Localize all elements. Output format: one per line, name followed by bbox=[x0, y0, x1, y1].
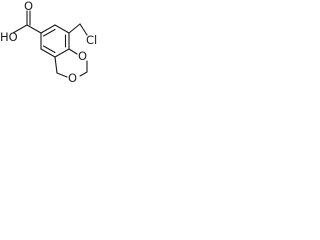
bond-carboxyl-ring bbox=[26, 24, 42, 34]
bond-c-oh bbox=[12, 24, 28, 34]
dioxane-ring: O O bbox=[54, 48, 88, 85]
hydroxyl-label: HO bbox=[0, 30, 18, 44]
carboxyl-group: HO O bbox=[0, 0, 42, 44]
bond-ch2-o-lower bbox=[79, 71, 88, 77]
upper-ring-oxygen-label: O bbox=[78, 49, 87, 63]
benzene-ring bbox=[40, 24, 70, 58]
chlorine-label: Cl bbox=[86, 33, 97, 47]
ring-bond-1-inner bbox=[42, 28, 56, 37]
bond-o-lower-ch2 bbox=[56, 72, 68, 78]
ring-bond-4 bbox=[54, 48, 70, 58]
bond-ch2-ring bbox=[54, 56, 58, 74]
chloromethyl-group: Cl bbox=[68, 23, 97, 47]
lower-ring-oxygen-label: O bbox=[68, 71, 77, 85]
ring-bond-1 bbox=[40, 24, 56, 34]
ring-bond-2 bbox=[54, 24, 70, 34]
bond-ring-ch2 bbox=[68, 23, 81, 34]
ring-bond-5 bbox=[40, 48, 56, 58]
bond-ch2-cl bbox=[79, 23, 88, 36]
carbonyl-oxygen-label: O bbox=[24, 0, 33, 13]
ring-bond-5-inner bbox=[42, 45, 56, 54]
bond-ring-o-upper bbox=[68, 48, 78, 55]
chemical-structure: HO O Cl O O bbox=[0, 0, 97, 85]
